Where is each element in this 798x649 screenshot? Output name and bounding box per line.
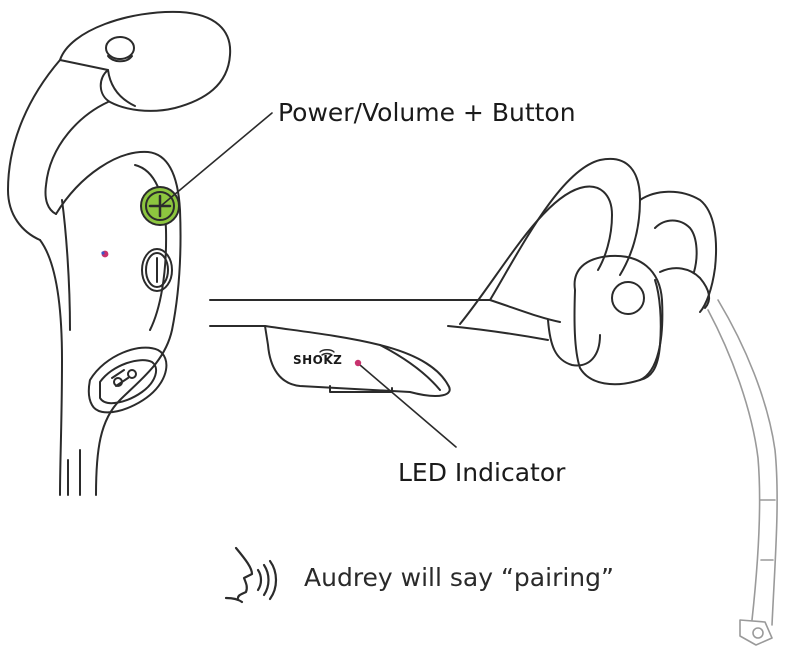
led-dot-closeup-blue [101,251,105,255]
headset-full [209,157,718,397]
led-leader-line [359,364,457,448]
speaking-head-icon [224,546,278,604]
led-dot-housing [354,359,362,367]
plus-icon [148,194,172,218]
brand-logo: SHOKZ [293,353,343,367]
microphone-boom [707,299,778,646]
voice-prompt-text: Audrey will say “pairing” [304,563,614,592]
power-button-label: Power/Volume + Button [278,98,576,127]
headset-closeup [7,10,232,496]
brand-mark [319,349,335,356]
power-leader-line [161,112,273,206]
led-indicator-label: LED Indicator [398,458,566,487]
power-volume-button [140,186,180,226]
